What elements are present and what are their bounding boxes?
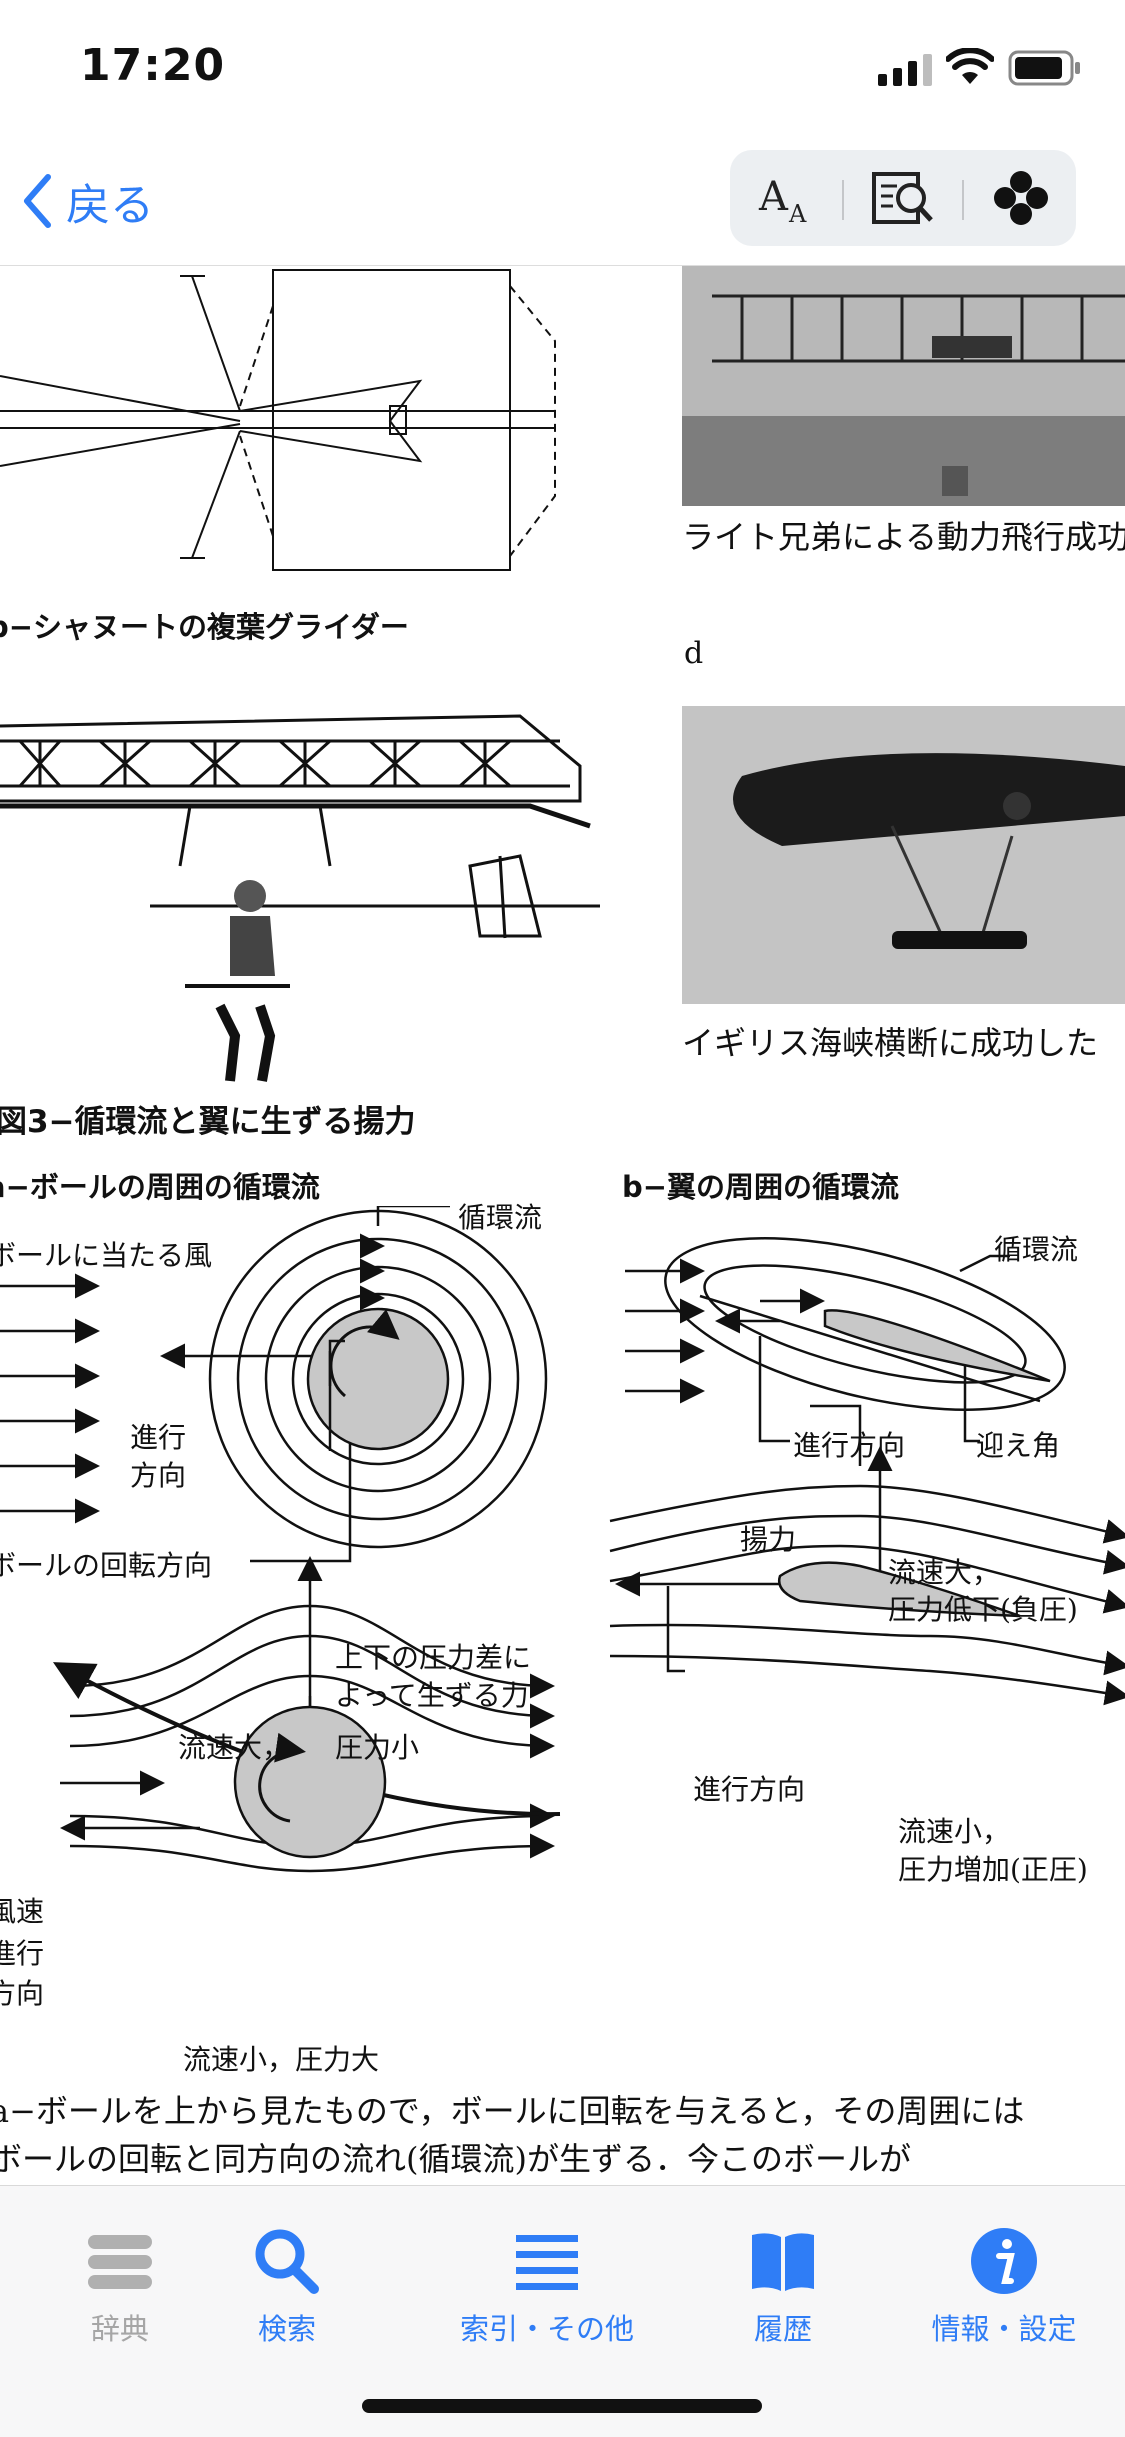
label-ball-travel2: 方向 bbox=[130, 1459, 187, 1492]
label-travel-b2: 方向 bbox=[0, 1977, 45, 2010]
label-fast2: 圧力低下(負圧) bbox=[888, 1593, 1078, 1626]
label-slow2: 圧力増加(正圧) bbox=[898, 1853, 1088, 1886]
label-wind-speed: 風速 bbox=[0, 1895, 45, 1928]
battery-icon bbox=[1008, 50, 1080, 86]
font-size-button[interactable]: A A bbox=[730, 150, 840, 246]
info-circle-icon bbox=[971, 2228, 1037, 2294]
label-attack-angle: 迎え角 bbox=[976, 1429, 1061, 1462]
label-wing-travel2: 進行方向 bbox=[693, 1773, 806, 1806]
svg-text:A: A bbox=[758, 174, 789, 220]
home-indicator bbox=[362, 2399, 762, 2413]
tab-info-settings-label: 情報・設定 bbox=[931, 2312, 1077, 2346]
tab-search-label: 検索 bbox=[257, 2312, 316, 2346]
figure3-title: 図3−循環流と翼に生ずる揚力 bbox=[0, 1104, 416, 1140]
label-fast1: 流速大， bbox=[888, 1556, 1001, 1589]
open-book-icon bbox=[752, 2233, 814, 2291]
caption-wright-flight: ライト兄弟による動力飛行成功 bbox=[682, 518, 1125, 556]
font-size-icon: A A bbox=[758, 174, 807, 228]
glider-plan-diagram bbox=[0, 269, 556, 571]
tab-history[interactable]: 履歴 bbox=[683, 2221, 883, 2351]
label-slow-high: 流速小，圧力大 bbox=[183, 2043, 380, 2076]
ball-circulation-diagram bbox=[0, 1206, 561, 1873]
page-search-icon bbox=[872, 172, 933, 224]
monoplane-photo-drawing bbox=[682, 706, 1125, 1004]
chanute-glider-drawing bbox=[0, 714, 600, 1082]
wright-brothers-photo bbox=[682, 266, 1125, 506]
chevron-left-icon bbox=[24, 174, 51, 228]
caption-channel-crossing: イギリス海峡横断に成功した bbox=[682, 1024, 1099, 1062]
back-label: 戻る bbox=[66, 180, 154, 231]
label-pressure-force2: よって生ずる力 bbox=[335, 1679, 529, 1712]
back-button[interactable]: 戻る bbox=[22, 166, 154, 236]
tab-index[interactable]: 索引・その他 bbox=[432, 2221, 662, 2351]
tab-history-label: 履歴 bbox=[753, 2312, 812, 2346]
page-search-button[interactable] bbox=[848, 150, 958, 246]
label-low-pressure: 圧力小 bbox=[335, 1731, 420, 1764]
four-dots-icon bbox=[994, 171, 1048, 225]
viewer-toolbar: A A bbox=[730, 150, 1076, 246]
body-text-line-1: a−ボールを上から見たもので，ボールに回転を与えると，その周囲には bbox=[0, 2092, 1025, 2130]
body-text-line-2: ボールの回転と同方向の流れ(循環流)が生ずる．今このボールが bbox=[0, 2140, 911, 2178]
label-ball-wind: ボールに当たる風 bbox=[0, 1239, 213, 1272]
cellular-signal-icon bbox=[878, 54, 932, 86]
caption-wing-circulation: b−翼の周囲の循環流 bbox=[622, 1170, 900, 1204]
search-icon bbox=[255, 2229, 319, 2294]
tab-dictionary[interactable]: 辞典 bbox=[20, 2221, 220, 2351]
navigation-bar: 戻る A A bbox=[0, 140, 1125, 266]
label-ball-travel1: 進行 bbox=[130, 1421, 187, 1454]
wifi-icon bbox=[946, 48, 994, 84]
list-lines-icon bbox=[516, 2235, 578, 2290]
biplane-photo-drawing bbox=[682, 266, 1125, 506]
wing-circulation-diagram bbox=[609, 1237, 1125, 1706]
tab-bar: 辞典 検索 索引・その他 履歴 情報・設定 bbox=[0, 2185, 1125, 2437]
more-options-button[interactable] bbox=[966, 150, 1076, 246]
label-wing-circulation: 循環流 bbox=[994, 1233, 1079, 1266]
tab-search[interactable]: 検索 bbox=[187, 2221, 387, 2351]
caption-chanute-glider: b−シャヌートの複葉グライダー bbox=[0, 610, 409, 644]
caption-ball-circulation: a−ボールの周囲の循環流 bbox=[0, 1170, 320, 1204]
tab-dictionary-label: 辞典 bbox=[90, 2312, 149, 2346]
svg-text:A: A bbox=[788, 200, 807, 228]
bleriot-photo bbox=[682, 706, 1125, 1004]
tab-info-settings[interactable]: 情報・設定 bbox=[904, 2221, 1104, 2351]
label-lift: 揚力 bbox=[740, 1523, 797, 1556]
dictionary-page: ライト兄弟による動力飛行成功 b−シャヌートの複葉グライダー d イギ bbox=[0, 266, 1125, 2186]
label-wing-travel: 進行方向 bbox=[793, 1429, 906, 1462]
tab-index-label: 索引・その他 bbox=[459, 2312, 634, 2346]
label-pressure-force1: 上下の圧力差に bbox=[335, 1641, 532, 1674]
label-d: d bbox=[684, 636, 704, 671]
label-travel-b1: 進行 bbox=[0, 1937, 45, 1970]
status-bar: 17:20 bbox=[0, 0, 1125, 140]
status-time: 17:20 bbox=[80, 40, 226, 91]
dictionary-stack-icon bbox=[88, 2235, 152, 2289]
label-ball-circulation: 循環流 bbox=[458, 1201, 543, 1234]
label-slow1: 流速小， bbox=[898, 1815, 1011, 1848]
label-fast-speed: 流速大， bbox=[178, 1731, 291, 1764]
label-ball-rotation: ボールの回転方向 bbox=[0, 1549, 213, 1582]
